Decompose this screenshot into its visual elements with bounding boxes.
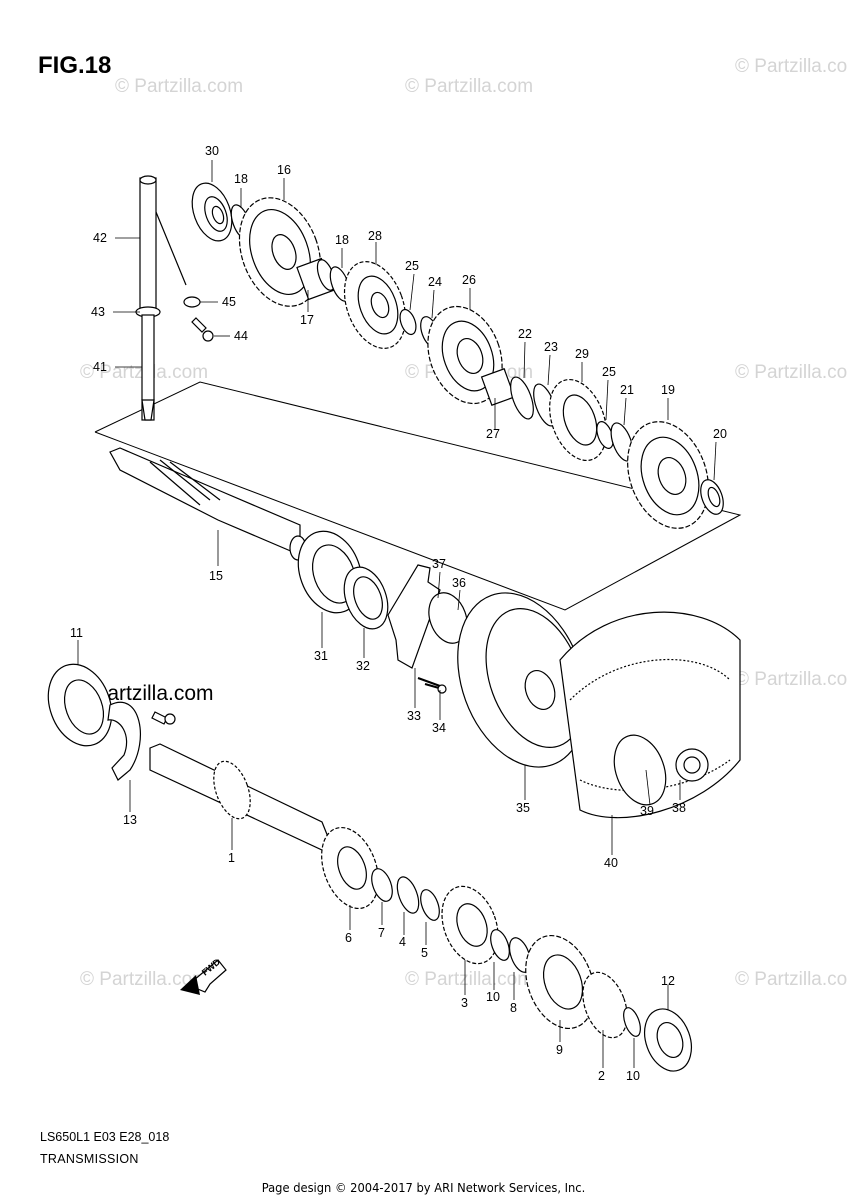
- lower-gear-train: [47, 663, 692, 1072]
- nut-38: [675, 748, 709, 782]
- callout-19: 19: [661, 383, 675, 397]
- callout-3: 3: [461, 996, 468, 1010]
- watermark: © Partzilla.com: [735, 362, 847, 383]
- callout-17: 17: [300, 313, 314, 327]
- spacer-36: [428, 592, 468, 644]
- callout-35: 35: [516, 801, 530, 815]
- callout-32: 32: [356, 659, 370, 673]
- main-shaft-15: [109, 447, 307, 561]
- washer-22: [510, 376, 534, 420]
- washer-4: [396, 876, 420, 914]
- callout-36: 36: [452, 576, 466, 590]
- watermarks: © Partzilla.com © Partzilla.com © Partzi…: [72, 56, 847, 990]
- callout-11: 11: [70, 626, 83, 640]
- bushing-7: [371, 868, 393, 902]
- callout-26: 26: [462, 273, 476, 287]
- shift-shaft: [135, 175, 214, 421]
- output-sprocket-39: [613, 734, 667, 806]
- callout-9: 9: [556, 1043, 563, 1057]
- gear-16: [238, 197, 322, 307]
- callout-16: 16: [277, 163, 291, 177]
- callout-10: 10: [486, 990, 500, 1004]
- callout-1: 1: [228, 851, 235, 865]
- callout-5: 5: [421, 946, 428, 960]
- callout-20: 20: [713, 427, 727, 441]
- gear-2: [582, 971, 628, 1039]
- callout-45: 45: [222, 295, 236, 309]
- callout-24: 24: [428, 275, 442, 289]
- callout-8: 8: [510, 1001, 517, 1015]
- callout-22: 22: [518, 327, 532, 341]
- callout-37: 37: [432, 557, 446, 571]
- circlip-10b: [623, 1007, 641, 1037]
- screws: [151, 683, 447, 725]
- fwd-arrow: FWD: [180, 956, 227, 995]
- callout-40: 40: [604, 856, 618, 870]
- circlip-5: [420, 889, 440, 921]
- page-footer: Page design © 2004-2017 by ARI Network S…: [261, 1180, 586, 1195]
- callout-43: 43: [91, 305, 105, 319]
- callouts: 30 18 16 18 28 25 24 26 22 23 29 25 21 1…: [70, 144, 727, 1083]
- callout-34: 34: [432, 721, 446, 735]
- watermark: © Partzilla.com: [115, 76, 243, 97]
- callout-13: 13: [123, 813, 137, 827]
- callout-28: 28: [368, 229, 382, 243]
- callout-18: 18: [335, 233, 349, 247]
- bushing-20: [700, 479, 724, 515]
- callout-41: 41: [93, 360, 107, 374]
- callout-27: 27: [486, 427, 500, 441]
- watermark: © Partzilla.com: [405, 969, 533, 990]
- callout-25: 25: [602, 365, 616, 379]
- callout-25: 25: [405, 259, 419, 273]
- bushing-17: [296, 257, 336, 301]
- callout-2: 2: [598, 1069, 605, 1083]
- gear-29: [549, 378, 607, 462]
- countershaft-boundary: [94, 381, 742, 611]
- watermark: © Partzilla.com: [735, 669, 847, 690]
- pulley-35: [457, 592, 587, 768]
- watermark: © Partzilla.com: [735, 969, 847, 990]
- callout-12: 12: [661, 974, 675, 988]
- gear-28: [343, 261, 407, 349]
- callout-31: 31: [314, 649, 328, 663]
- gear-on-shaft-1: [213, 760, 251, 820]
- upper-gear-train: [191, 182, 724, 529]
- callout-10: 10: [626, 1069, 640, 1083]
- bushing-27: [480, 368, 516, 406]
- leader-lines: [77, 160, 717, 1068]
- callout-38: 38: [672, 801, 686, 815]
- washer-25a: [399, 308, 417, 336]
- callout-39: 39: [640, 804, 654, 818]
- plate-37: [387, 564, 441, 669]
- callout-7: 7: [378, 926, 385, 940]
- callout-21: 21: [620, 383, 634, 397]
- callout-4: 4: [399, 935, 406, 949]
- callout-29: 29: [575, 347, 589, 361]
- circlip-10a: [490, 929, 510, 961]
- plate-13: [107, 701, 141, 781]
- watermark: © Partzilla.com: [80, 969, 208, 990]
- gear-19: [627, 421, 709, 529]
- diagram-code: LS650L1 E03 E28_018: [40, 1130, 170, 1144]
- watermark: © Partzilla.com: [735, 56, 847, 77]
- callout-18: 18: [234, 172, 248, 186]
- diagram-caption: TRANSMISSION: [40, 1152, 139, 1166]
- callout-23: 23: [544, 340, 558, 354]
- callout-44: 44: [234, 329, 248, 343]
- callout-6: 6: [345, 931, 352, 945]
- bearing-30: [191, 182, 233, 242]
- watermark: © Partzilla.com: [405, 76, 533, 97]
- callout-42: 42: [93, 231, 107, 245]
- figure-title: FIG.18: [38, 52, 112, 79]
- callout-30: 30: [205, 144, 219, 158]
- callout-15: 15: [209, 569, 223, 583]
- bearing-group: [297, 530, 468, 687]
- callout-33: 33: [407, 709, 421, 723]
